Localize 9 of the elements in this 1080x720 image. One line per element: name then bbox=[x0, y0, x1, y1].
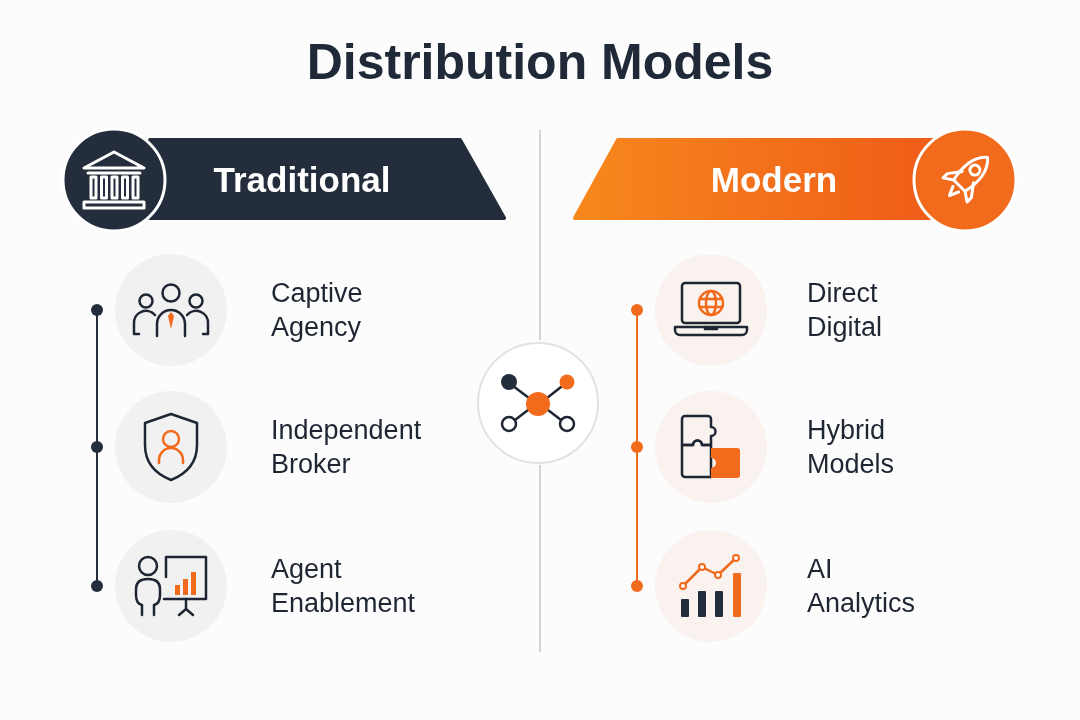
page-title: Distribution Models bbox=[306, 33, 774, 92]
banner-title: Modern bbox=[710, 159, 838, 201]
item-label: Agent Enablement bbox=[271, 553, 416, 620]
item-label: Direct Digital bbox=[807, 277, 883, 344]
item-label: Captive Agency bbox=[271, 277, 363, 344]
item-label: Hybrid Models bbox=[807, 414, 895, 481]
item-label: AI Analytics bbox=[807, 553, 916, 620]
item-label: Independent Broker bbox=[271, 414, 422, 481]
banner-title: Traditional bbox=[213, 159, 391, 201]
